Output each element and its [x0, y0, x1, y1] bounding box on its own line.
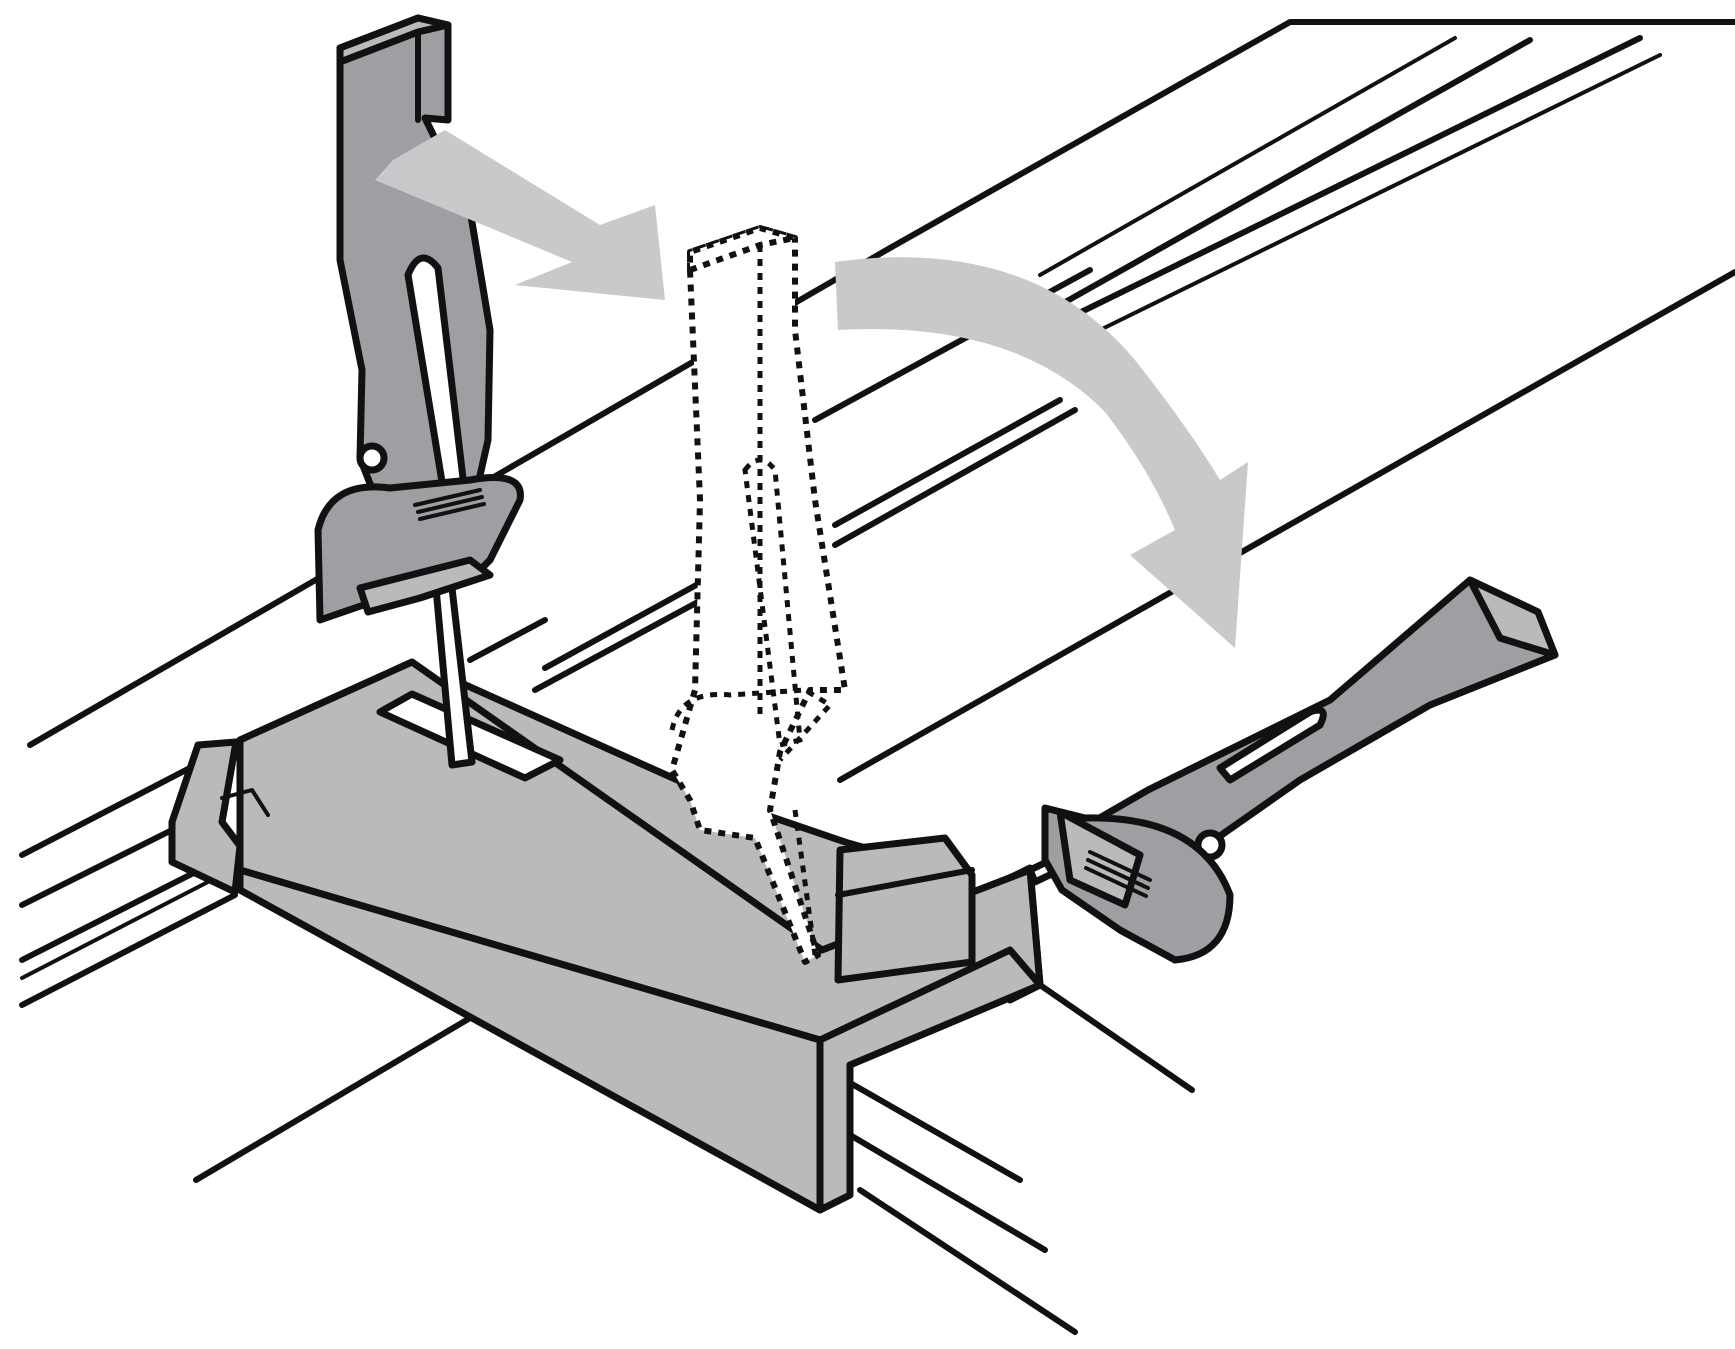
fence-top-edge: [887, 19, 1735, 251]
fence-channel-line: [467, 617, 548, 663]
base-rail-line: [847, 1132, 1048, 1253]
fence-channel-line: [542, 569, 723, 671]
lever-intermediate-ghost: [669, 225, 848, 965]
fence-channel-line: [832, 407, 1078, 548]
lever-lowered-slot: [1216, 706, 1327, 784]
ghost-rod: [792, 809, 818, 956]
rail-line: [19, 827, 175, 908]
fence-groove-line: [1072, 35, 1643, 318]
fence-groove-line: [1057, 37, 1533, 308]
base-rail-line: [193, 1015, 473, 1183]
lever-lowered-handle-top: [1466, 576, 1559, 659]
motion-arrows: [375, 130, 1248, 648]
body-end-face: [816, 946, 1044, 1214]
fence-groove-line: [1098, 53, 1662, 332]
lever-handle-top: [336, 14, 452, 66]
fence-lower-edge: [837, 269, 1735, 783]
fence-channel-line: [532, 587, 723, 693]
lever-teeth: [413, 488, 486, 521]
base-rail-line: [842, 1077, 1023, 1183]
arrow-move-right: [375, 130, 665, 300]
lever-lowered-teeth: [1084, 850, 1152, 898]
arrow-rotate-down: [835, 257, 1248, 648]
body-left-cap: [168, 738, 244, 896]
fence-channel-line: [832, 397, 1063, 528]
lever-cam-face: [356, 556, 494, 616]
lever-raised: [314, 14, 524, 769]
lever-pivot-hole: [356, 442, 388, 474]
ghost-handle-top: [687, 225, 798, 273]
ghost-cam: [669, 687, 834, 762]
ghost-slot: [742, 457, 803, 749]
lever-lowered: [1026, 576, 1559, 964]
rail-line: [20, 866, 237, 980]
clamp-body: [168, 658, 1044, 1214]
rail-line: [19, 892, 238, 1008]
body-notch-mark: [220, 788, 270, 817]
base-rail-line: [1037, 982, 1195, 1093]
body-step-block: [834, 834, 976, 984]
fence-groove-line: [1038, 36, 1457, 277]
lever-handle-slot: [404, 254, 469, 504]
body-step-edge: [835, 867, 975, 898]
base-rail-line: [857, 1187, 1078, 1335]
